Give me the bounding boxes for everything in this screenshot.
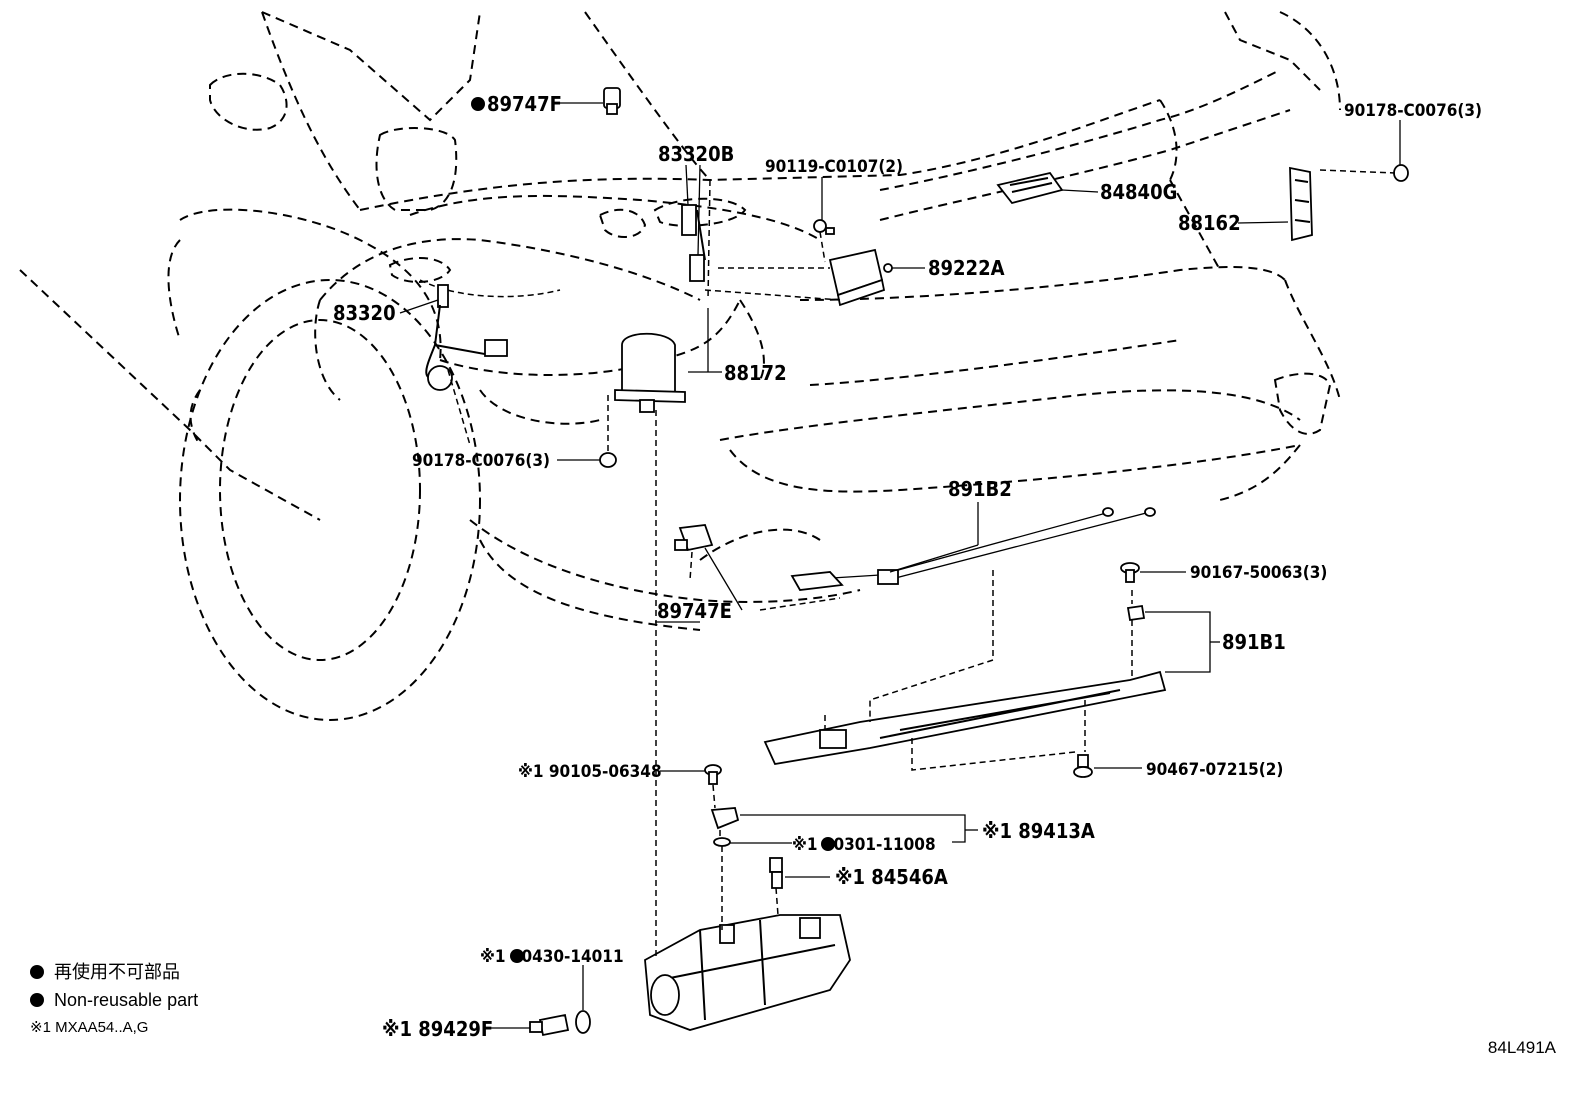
legend: 再使用不可部品 Non-reusable part ※1 MXAA54..A,G: [30, 958, 198, 1042]
legend-text-note: ※1 MXAA54..A,G: [30, 1019, 149, 1036]
diagram-code: 84L491A: [1487, 1038, 1556, 1057]
non-reusable-dot-icon: [30, 993, 44, 1007]
part-sketches: [425, 87, 1409, 1037]
legend-row-note: ※1 MXAA54..A,G: [30, 1014, 198, 1042]
non-reusable-dot-90301: [821, 837, 835, 851]
label-89429F: ※1 89429F: [382, 1017, 493, 1041]
label-90430-14011: ※1 90430-14011: [480, 947, 624, 967]
fuel-sender-83320B: [681, 204, 706, 282]
legend-text-jp: 再使用不可部品: [54, 962, 180, 982]
fuel-sender-83320: [425, 284, 508, 391]
callout-labels: 89747F 83320B 90119-C0107(2) 84840G 9017…: [333, 92, 1482, 1041]
label-90167-50063: 90167-50063(3): [1190, 563, 1327, 583]
bolt-90105: [704, 764, 722, 785]
screw-90167: [1120, 562, 1140, 583]
label-90467-07215: 90467-07215(2): [1146, 760, 1283, 780]
rail-891B1: [763, 604, 1167, 766]
label-891B1: 891B1: [1222, 630, 1286, 654]
non-reusable-dot-89747F: [471, 97, 485, 111]
leader-lines: [399, 102, 1401, 1029]
non-reusable-dot-90430: [510, 949, 524, 963]
label-88172: 88172: [724, 361, 787, 385]
bolt-90119: [813, 219, 835, 235]
legend-row-en: Non-reusable part: [30, 986, 198, 1014]
nut-90178-left: [599, 452, 617, 468]
label-88162: 88162: [1178, 211, 1241, 235]
label-89747E: 89747E: [657, 599, 732, 623]
motor-88172: [614, 332, 686, 413]
vehicle-body-outline: [19, 11, 1341, 721]
label-83320B: 83320B: [658, 142, 734, 166]
label-83320: 83320: [333, 301, 396, 325]
ecu-89222A: [828, 248, 893, 307]
label-89413A: ※1 89413A: [982, 819, 1095, 843]
nut-90178-top: [1393, 164, 1409, 182]
sensor-89747F: [603, 87, 621, 115]
dashed-guide-lines: [447, 169, 1396, 960]
legend-text-en: Non-reusable part: [54, 990, 199, 1010]
label-84546A: ※1 84546A: [835, 865, 948, 889]
sensor-89429F: [529, 1013, 570, 1037]
label-90119-C0107: 90119-C0107(2): [765, 157, 903, 177]
oring-90301: [713, 837, 731, 847]
label-89747F: 89747F: [487, 92, 562, 116]
bracket-88162: [1289, 166, 1313, 242]
label-891B2: 891B2: [948, 477, 1012, 501]
clip-90467: [1073, 754, 1093, 778]
legend-row-jp: 再使用不可部品: [30, 958, 198, 986]
label-89222A: 89222A: [928, 256, 1005, 280]
non-reusable-dot-icon: [30, 965, 44, 979]
sensor-89747E: [674, 524, 714, 552]
label-90105-06348: ※1 90105-06348: [518, 762, 662, 782]
label-90178-C0076-left: 90178-C0076(3): [412, 451, 550, 471]
label-90301-11008: ※1 90301-11008: [792, 835, 936, 855]
sensor-84546A: [769, 857, 783, 889]
gasket-90430: [575, 1010, 591, 1034]
switch-84840G: [996, 171, 1064, 205]
label-90178-C0076-top: 90178-C0076(3): [1344, 101, 1482, 121]
label-84840G: 84840G: [1100, 180, 1177, 204]
cable-891B2: [790, 507, 1156, 591]
sensor-89413A: [710, 807, 740, 830]
transfer-assembly: [644, 914, 851, 1031]
